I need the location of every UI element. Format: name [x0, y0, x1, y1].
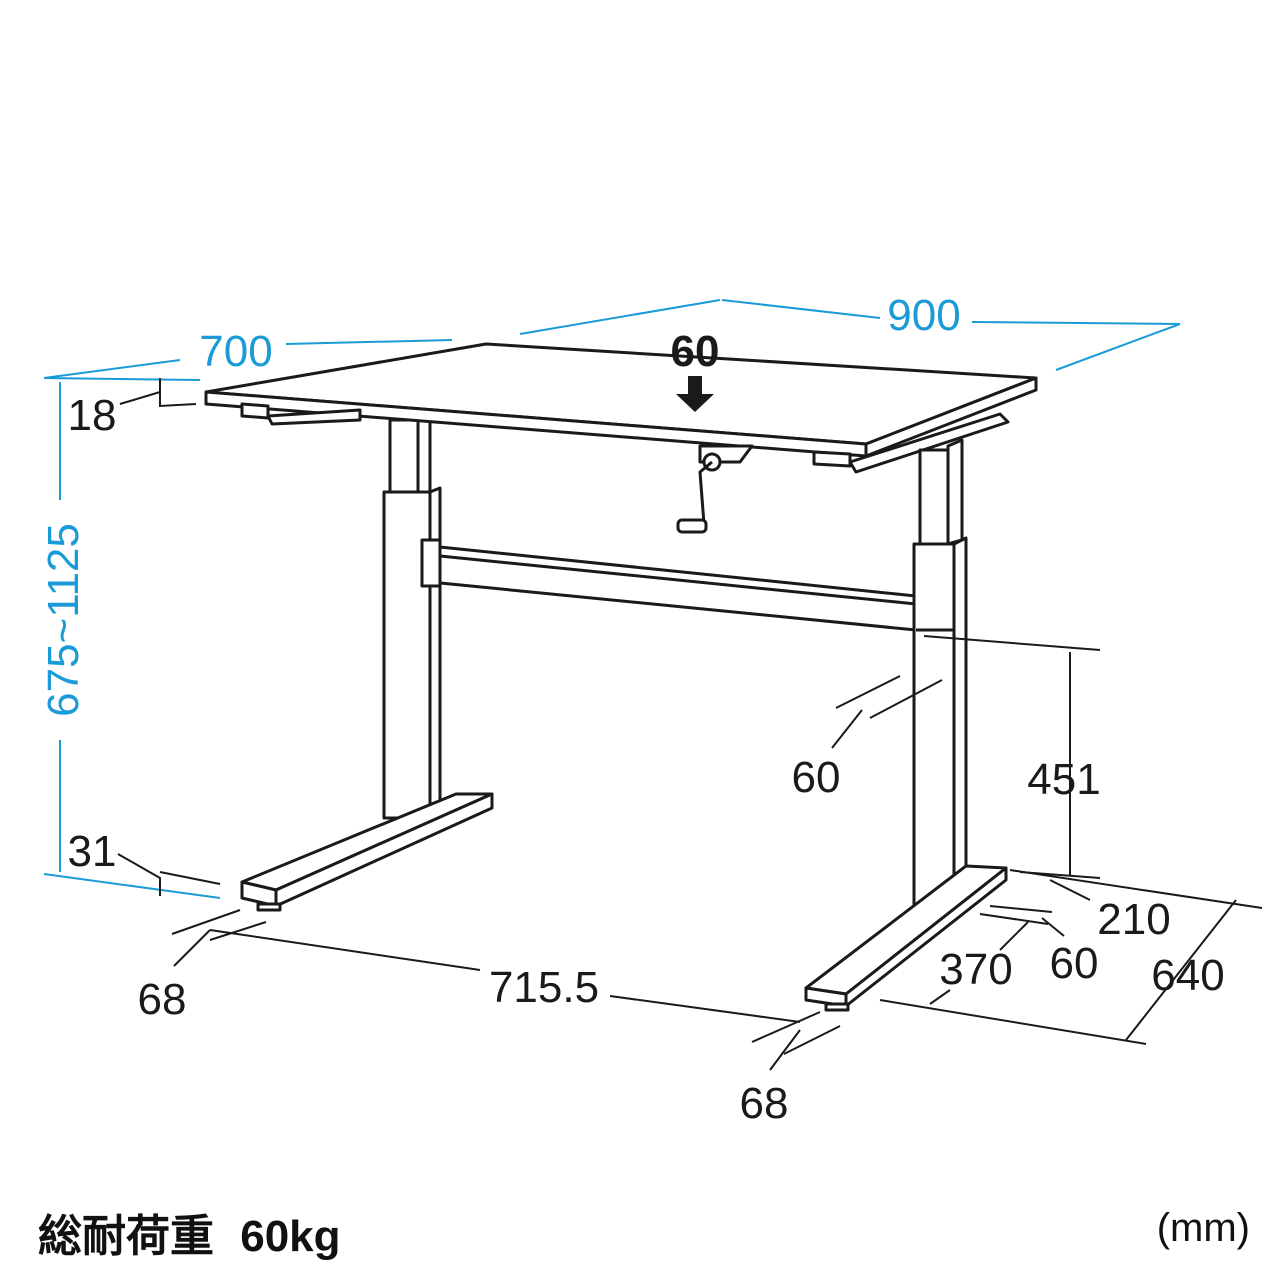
back-left-foot — [240, 792, 494, 912]
crossbar — [420, 538, 918, 632]
black-dimension-lines — [117, 378, 1263, 1071]
dim-640: 640 — [1151, 951, 1224, 1000]
desk-top — [204, 342, 1038, 474]
dim-load-60: 60 — [671, 327, 720, 376]
total-load-caption: 総耐荷重 60kg — [38, 1200, 341, 1264]
back-left-leg — [382, 418, 442, 824]
front-right-leg — [912, 438, 968, 912]
dim-900: 900 — [887, 291, 960, 340]
dim-451: 451 — [1027, 755, 1100, 804]
dim-68-right: 68 — [740, 1079, 789, 1128]
total-load-label: 総耐荷重 — [38, 1212, 214, 1261]
front-right-foot — [804, 864, 1008, 1012]
load-arrow — [676, 376, 714, 412]
crank-handle — [676, 444, 754, 534]
dim-18: 18 — [68, 391, 117, 440]
dim-210: 210 — [1097, 895, 1170, 944]
dim-height-range: 675~1125 — [39, 523, 88, 717]
blue-dimension-lines — [43, 299, 1181, 899]
dim-60-column: 60 — [792, 753, 841, 802]
desk-drawing — [204, 342, 1038, 1012]
dim-60-foot: 60 — [1050, 939, 1099, 988]
dim-715-5: 715.5 — [489, 963, 599, 1012]
unit-label: (mm) — [1156, 1206, 1250, 1250]
dim-370: 370 — [939, 945, 1012, 994]
dim-31: 31 — [68, 827, 117, 876]
dim-700: 700 — [199, 327, 272, 376]
dim-68-left: 68 — [138, 975, 187, 1024]
total-load-value: 60kg — [240, 1212, 341, 1261]
